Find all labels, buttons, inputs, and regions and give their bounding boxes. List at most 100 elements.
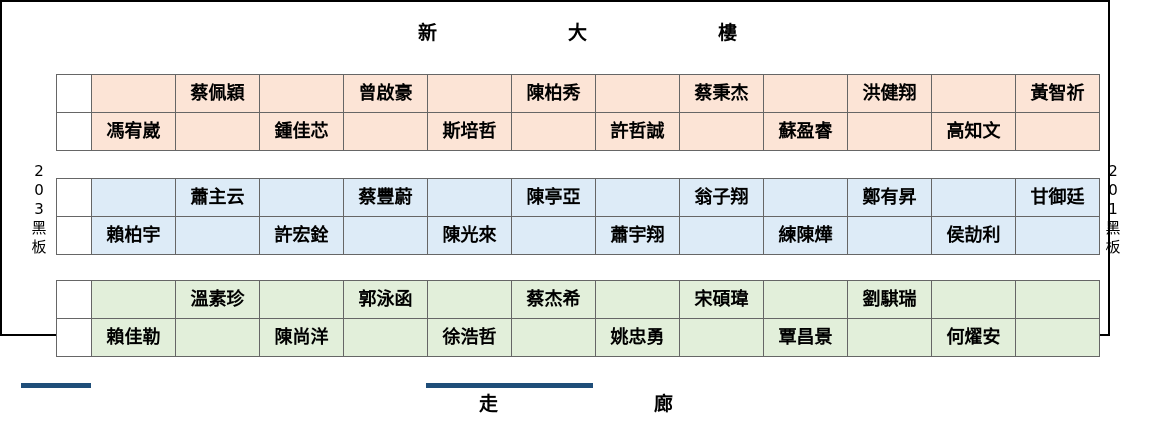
row-edge-cell bbox=[56, 280, 92, 319]
seat-name: 溫素珍 bbox=[175, 280, 260, 319]
seat-name: 甘御廷 bbox=[1015, 178, 1100, 217]
seat-name: 許宏銓 bbox=[259, 216, 344, 255]
door-middle bbox=[426, 383, 593, 388]
empty-seat bbox=[427, 74, 512, 113]
seat-group-body: 溫素珍 郭泳函 蔡杰希 宋碩瑋 劉騏瑞賴佳勒 陳尚洋 徐浩哲 姚忠勇 覃昌景 何燿安 bbox=[56, 280, 1100, 357]
seat-group-2: 蕭主云 蔡豐蔚 陳亭亞 翁子翔 鄭有昇 甘御廷賴柏宇 許宏銓 陳光來 蕭宇翔 練陳燁 侯劼利 bbox=[56, 178, 1100, 255]
seat-name: 陳光來 bbox=[427, 216, 512, 255]
seat-name: 陳亭亞 bbox=[511, 178, 596, 217]
seat-name: 蔡豐蔚 bbox=[343, 178, 428, 217]
seat-name: 賴佳勒 bbox=[91, 318, 176, 357]
empty-seat bbox=[91, 74, 176, 113]
left-label-char: 2 bbox=[34, 162, 44, 180]
seat-name: 何燿安 bbox=[931, 318, 1016, 357]
seat-name: 侯劼利 bbox=[931, 216, 1016, 255]
empty-seat bbox=[847, 318, 932, 357]
seat-row: 賴佳勒 陳尚洋 徐浩哲 姚忠勇 覃昌景 何燿安 bbox=[56, 318, 1100, 357]
corridor-label-char-2: 廊 bbox=[654, 393, 674, 415]
right-blackboard-label: 2 0 1 黑 板 bbox=[1105, 162, 1121, 257]
corridor-label-char-1: 走 bbox=[479, 393, 499, 415]
empty-seat bbox=[91, 280, 176, 319]
seat-name: 洪健翔 bbox=[847, 74, 932, 113]
door-left bbox=[21, 383, 91, 388]
right-label-char: 2 bbox=[1108, 162, 1118, 180]
left-blackboard-label: 2 0 3 黑 板 bbox=[31, 162, 47, 257]
row-edge-cell bbox=[56, 216, 92, 255]
left-label-char: 0 bbox=[34, 181, 44, 199]
seat-name: 鄭有昇 bbox=[847, 178, 932, 217]
empty-seat bbox=[847, 216, 932, 255]
empty-seat bbox=[679, 318, 764, 357]
empty-seat bbox=[1015, 280, 1100, 319]
right-label-char: 黑 bbox=[1105, 219, 1121, 237]
right-label-char: 板 bbox=[1105, 238, 1121, 256]
seat-name: 郭泳函 bbox=[343, 280, 428, 319]
top-label-char-3: 樓 bbox=[718, 22, 738, 44]
top-label-char-2: 大 bbox=[568, 22, 588, 44]
empty-seat bbox=[1015, 318, 1100, 357]
seat-name: 蔡杰希 bbox=[511, 280, 596, 319]
empty-seat bbox=[595, 74, 680, 113]
left-label-char: 3 bbox=[34, 200, 44, 218]
empty-seat bbox=[763, 280, 848, 319]
empty-seat bbox=[511, 318, 596, 357]
empty-seat bbox=[175, 112, 260, 151]
seat-group-body: 蕭主云 蔡豐蔚 陳亭亞 翁子翔 鄭有昇 甘御廷賴柏宇 許宏銓 陳光來 蕭宇翔 練陳燁 侯劼利 bbox=[56, 178, 1100, 255]
empty-seat bbox=[511, 112, 596, 151]
empty-seat bbox=[931, 280, 1016, 319]
empty-seat bbox=[427, 280, 512, 319]
empty-seat bbox=[847, 112, 932, 151]
seat-row: 溫素珍 郭泳函 蔡杰希 宋碩瑋 劉騏瑞 bbox=[56, 280, 1100, 319]
empty-seat bbox=[763, 74, 848, 113]
empty-seat bbox=[595, 178, 680, 217]
seat-row: 蔡佩穎曾啟豪陳柏秀蔡秉杰洪健翔黃智祈 bbox=[56, 74, 1100, 113]
seat-name: 蔡佩穎 bbox=[175, 74, 260, 113]
left-label-char: 黑 bbox=[31, 219, 47, 237]
seat-group-3: 溫素珍 郭泳函 蔡杰希 宋碩瑋 劉騏瑞賴佳勒 陳尚洋 徐浩哲 姚忠勇 覃昌景 何燿安 bbox=[56, 280, 1100, 357]
row-edge-cell bbox=[56, 74, 92, 113]
seat-name: 徐浩哲 bbox=[427, 318, 512, 357]
seat-name: 高知文 bbox=[931, 112, 1016, 151]
empty-seat bbox=[1015, 216, 1100, 255]
seat-name: 馮宥崴 bbox=[91, 112, 176, 151]
seat-row: 馮宥崴鍾佳芯斯培哲許哲誠蘇盈睿高知文 bbox=[56, 112, 1100, 151]
row-edge-cell bbox=[56, 112, 92, 151]
empty-seat bbox=[259, 74, 344, 113]
seat-name: 劉騏瑞 bbox=[847, 280, 932, 319]
seat-name: 斯培哲 bbox=[427, 112, 512, 151]
seat-row: 賴柏宇 許宏銓 陳光來 蕭宇翔 練陳燁 侯劼利 bbox=[56, 216, 1100, 255]
empty-seat bbox=[1015, 112, 1100, 151]
seat-name: 翁子翔 bbox=[679, 178, 764, 217]
left-label-char: 板 bbox=[31, 238, 47, 256]
seat-name: 賴柏宇 bbox=[91, 216, 176, 255]
empty-seat bbox=[343, 318, 428, 357]
empty-seat bbox=[679, 112, 764, 151]
seat-name: 曾啟豪 bbox=[343, 74, 428, 113]
row-edge-cell bbox=[56, 178, 92, 217]
seat-name: 蔡秉杰 bbox=[679, 74, 764, 113]
seat-name: 黃智祈 bbox=[1015, 74, 1100, 113]
seat-group-body: 蔡佩穎曾啟豪陳柏秀蔡秉杰洪健翔黃智祈馮宥崴鍾佳芯斯培哲許哲誠蘇盈睿高知文 bbox=[56, 74, 1100, 151]
right-label-char: 1 bbox=[1108, 200, 1118, 218]
empty-seat bbox=[259, 178, 344, 217]
empty-seat bbox=[259, 280, 344, 319]
right-label-char: 0 bbox=[1108, 181, 1118, 199]
seat-name: 宋碩瑋 bbox=[679, 280, 764, 319]
seat-name: 陳尚洋 bbox=[259, 318, 344, 357]
empty-seat bbox=[763, 178, 848, 217]
seat-name: 蕭宇翔 bbox=[595, 216, 680, 255]
seat-row: 蕭主云 蔡豐蔚 陳亭亞 翁子翔 鄭有昇 甘御廷 bbox=[56, 178, 1100, 217]
top-label-char-1: 新 bbox=[418, 22, 438, 44]
seat-name: 許哲誠 bbox=[595, 112, 680, 151]
empty-seat bbox=[931, 178, 1016, 217]
seat-name: 姚忠勇 bbox=[595, 318, 680, 357]
empty-seat bbox=[343, 112, 428, 151]
row-edge-cell bbox=[56, 318, 92, 357]
empty-seat bbox=[175, 318, 260, 357]
empty-seat bbox=[511, 216, 596, 255]
empty-seat bbox=[595, 280, 680, 319]
seat-name: 練陳燁 bbox=[763, 216, 848, 255]
seat-name: 覃昌景 bbox=[763, 318, 848, 357]
empty-seat bbox=[175, 216, 260, 255]
seat-name: 蕭主云 bbox=[175, 178, 260, 217]
